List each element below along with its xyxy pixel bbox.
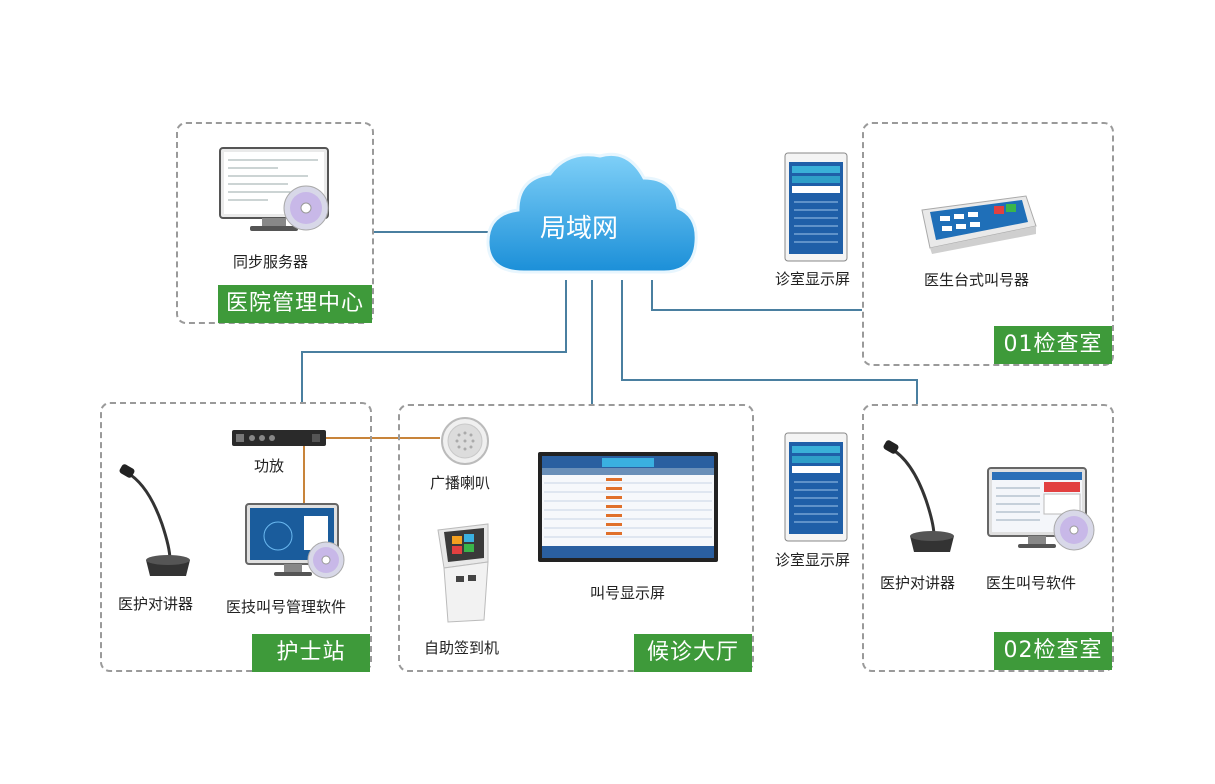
zone-exam01 bbox=[862, 122, 1114, 366]
amplifier-label: 功放 bbox=[254, 457, 285, 475]
zone-tag-exam02: 02检查室 bbox=[994, 632, 1112, 670]
zone-tag-nurse-station: 护士站 bbox=[252, 634, 370, 672]
room-display-icon bbox=[784, 152, 848, 262]
zone-tag-waiting-hall: 候诊大厅 bbox=[634, 634, 752, 672]
kiosk-label: 自助签到机 bbox=[424, 639, 500, 657]
management-software-label: 医技叫号管理软件 bbox=[226, 598, 347, 616]
exam02-display-label: 诊室显示屏 bbox=[775, 551, 851, 569]
line-nurse bbox=[301, 280, 567, 404]
speaker-label: 广播喇叭 bbox=[430, 474, 491, 492]
line-exam01 bbox=[651, 280, 862, 311]
lan-cloud bbox=[486, 152, 698, 274]
zone-nurse-station bbox=[100, 402, 372, 672]
amplifier-icon bbox=[232, 430, 326, 446]
server-monitor-icon bbox=[219, 147, 329, 231]
zone-waiting-hall bbox=[398, 404, 754, 672]
management-software-monitor-icon bbox=[245, 503, 345, 579]
server-label: 同步服务器 bbox=[233, 253, 309, 271]
cloud-label: 局域网 bbox=[540, 214, 619, 244]
queue-display-label: 叫号显示屏 bbox=[590, 584, 666, 602]
desk-caller-icon bbox=[921, 195, 1037, 254]
zone-hospital-center bbox=[176, 122, 374, 324]
exam02-intercom-label: 医护对讲器 bbox=[880, 574, 956, 592]
intercom-mic-icon bbox=[119, 464, 190, 576]
zone-tag-hospital-center: 医院管理中心 bbox=[218, 285, 372, 323]
exam01-display-label: 诊室显示屏 bbox=[775, 270, 851, 288]
line-exam02 bbox=[621, 280, 918, 404]
speaker-icon bbox=[441, 417, 489, 465]
room-display-icon bbox=[784, 432, 848, 542]
nurse-intercom-label: 医护对讲器 bbox=[118, 595, 194, 613]
kiosk-icon bbox=[437, 523, 489, 623]
doctor-software-monitor-icon bbox=[987, 467, 1095, 551]
zone-exam02 bbox=[862, 404, 1114, 672]
queue-display-icon bbox=[538, 452, 718, 562]
intercom-mic-icon bbox=[883, 440, 954, 552]
doctor-software-label: 医生叫号软件 bbox=[986, 574, 1077, 592]
desk-caller-label: 医生台式叫号器 bbox=[924, 271, 1030, 289]
zone-tag-exam01: 01检查室 bbox=[994, 326, 1112, 364]
